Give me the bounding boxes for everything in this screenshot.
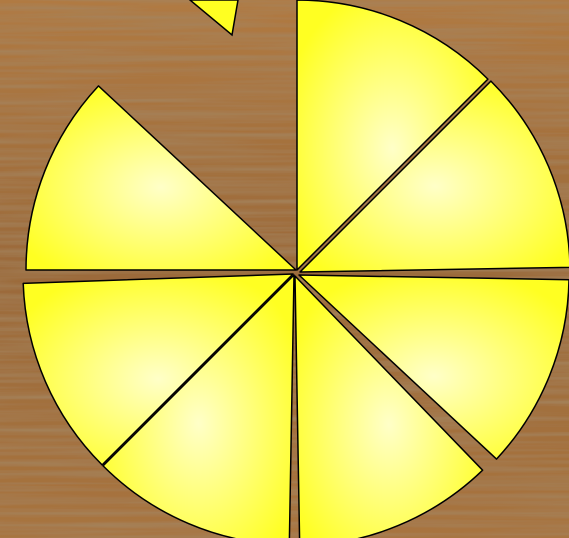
pizza-illustration xyxy=(0,0,569,538)
pizza-scene xyxy=(0,0,569,538)
